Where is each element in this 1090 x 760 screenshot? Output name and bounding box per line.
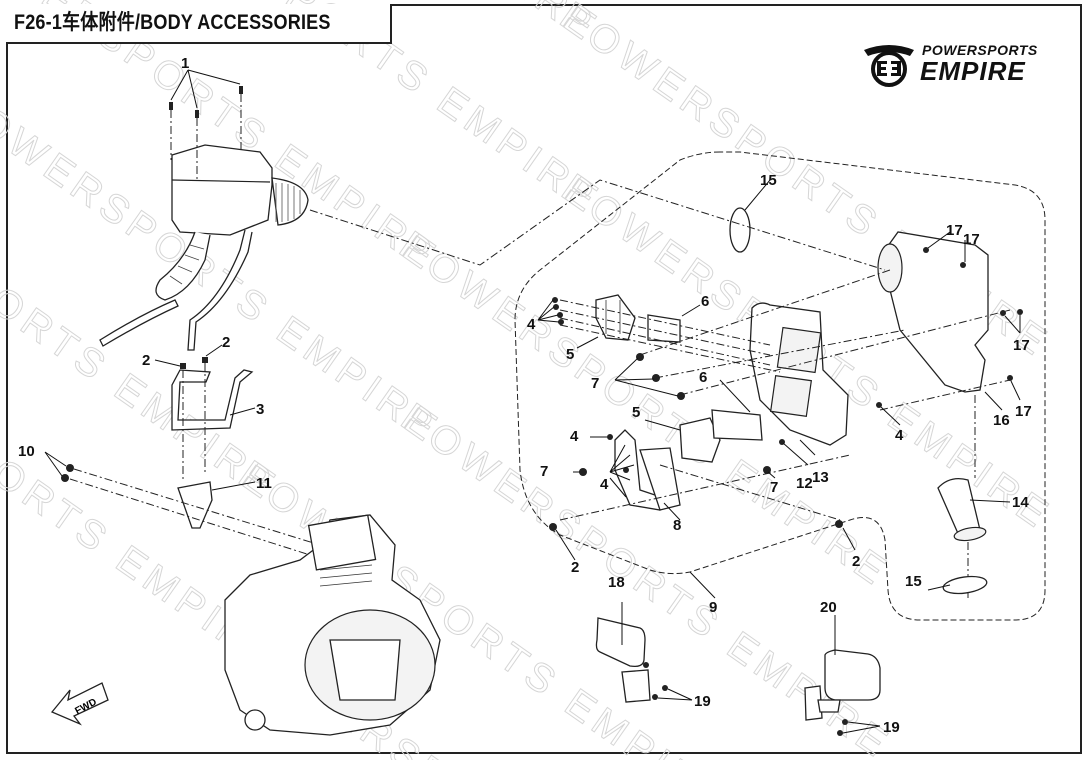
housing-cover-16: [877, 231, 989, 393]
engine: [224, 514, 441, 736]
callout-9: 9: [709, 599, 717, 616]
callout-4: 4: [570, 428, 579, 445]
page-title: F26-1车体附件/BODY ACCESSORIES: [6, 4, 393, 44]
callout-6: 6: [701, 293, 709, 310]
callout-12: 12: [796, 475, 813, 492]
intake-duct-6-upper: [647, 314, 681, 343]
callout-15: 15: [905, 573, 922, 590]
callout-11: 11: [256, 475, 272, 492]
group-9-outline: [514, 151, 1046, 621]
mounting-plate-8: [614, 429, 681, 511]
clamp-15-upper: [729, 207, 751, 253]
logo-line2: EMPIRE: [920, 56, 1026, 86]
winged-ee-emblem-icon: [864, 45, 914, 87]
callout-5: 5: [632, 404, 640, 421]
callout-17: 17: [963, 231, 980, 248]
fwd-arrow-icon: FWD: [50, 682, 109, 726]
bolts-1: [169, 69, 243, 180]
mirror-18: [595, 602, 668, 703]
callout-8: 8: [673, 517, 681, 534]
callout-18: 18: [608, 574, 625, 591]
callout-17: 17: [1013, 337, 1030, 354]
callout-3: 3: [256, 401, 264, 418]
brand-logo: POWERSPORTS EMPIRE: [860, 40, 1060, 90]
mirror-20: [804, 615, 881, 736]
callout-14: 14: [1012, 494, 1029, 511]
callout-2: 2: [222, 334, 230, 351]
callout-7: 7: [540, 463, 548, 480]
bracket-11: [177, 481, 213, 529]
callout-labels: 1 2 2 2 2 3 4 4 4 4 5 5 6 6 7 7 7 8 9 10…: [18, 55, 1032, 736]
callout-6: 6: [699, 369, 707, 386]
callout-16: 16: [993, 412, 1010, 429]
callout-19: 19: [883, 719, 900, 736]
bolts-10: [44, 451, 321, 556]
callout-4: 4: [895, 427, 904, 444]
logo-line1: POWERSPORTS: [922, 42, 1038, 58]
hose-elbow-14: [937, 395, 987, 600]
callout-20: 20: [820, 599, 837, 616]
callout-7: 7: [591, 375, 599, 392]
callout-2: 2: [852, 553, 860, 570]
intake-duct-6-lower: [711, 409, 763, 441]
reed-valve-5-lower: [679, 417, 721, 463]
callout-17: 17: [1015, 403, 1032, 420]
callout-5: 5: [566, 346, 574, 363]
callout-17: 17: [946, 222, 963, 239]
clamp-15-lower: [942, 575, 988, 595]
drain-tube: [187, 229, 253, 351]
breather-tube: [99, 299, 179, 347]
filter-bellows: [271, 177, 309, 226]
callout-19: 19: [694, 693, 711, 710]
callout-15: 15: [760, 172, 777, 189]
bracket-3: [171, 357, 254, 480]
callout-10: 10: [18, 443, 35, 460]
callout-2: 2: [571, 559, 579, 576]
callout-7: 7: [770, 479, 778, 496]
diagram-frame: [6, 4, 1082, 754]
intake-hose: [155, 231, 211, 301]
callout-2: 2: [142, 352, 150, 369]
callout-1: 1: [181, 55, 189, 72]
leader-lines: [154, 179, 1021, 734]
callout-4: 4: [527, 316, 536, 333]
callout-4: 4: [600, 476, 609, 493]
fasteners: [549, 247, 1023, 531]
callout-13: 13: [812, 469, 829, 486]
